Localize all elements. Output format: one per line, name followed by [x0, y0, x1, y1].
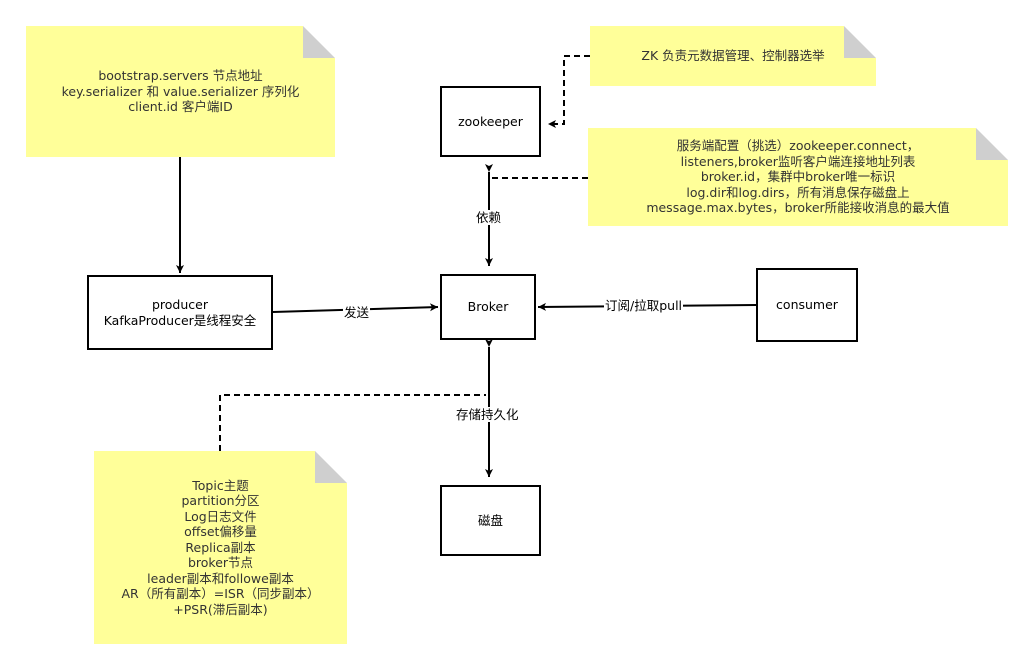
note-zk-role: ZK 负责元数据管理、控制器选举: [590, 26, 876, 86]
note-line: broker.id，集群中broker唯一标识: [700, 169, 896, 185]
node-consumer[interactable]: consumer: [756, 268, 858, 342]
edge-dashed-zk-note: [548, 55, 590, 128]
note-line: ZK 负责元数据管理、控制器选举: [641, 48, 825, 64]
note-line: broker节点: [187, 555, 254, 571]
node-broker[interactable]: Broker: [440, 274, 536, 340]
edge-label-send: 发送: [343, 305, 371, 320]
note-line: listeners,broker监听客户端连接地址列表: [680, 153, 916, 169]
node-label: KafkaProducer是线程安全: [103, 312, 257, 328]
note-line: partition分区: [181, 493, 260, 509]
edge-label-depend: 依赖: [475, 210, 503, 225]
note-line: message.max.bytes，broker所能接收消息的最大值: [646, 200, 950, 216]
note-line: Log日志文件: [184, 508, 257, 524]
node-label: Broker: [467, 299, 509, 314]
node-zookeeper[interactable]: zookeeper: [440, 86, 541, 157]
note-line: +PSR(滞后副本): [173, 601, 268, 617]
note-producer-config: bootstrap.servers 节点地址 key.serializer 和 …: [26, 26, 335, 157]
note-line: log.dir和log.dirs，所有消息保存磁盘上: [686, 184, 910, 200]
node-label: producer: [151, 296, 208, 312]
note-line: client.id 客户端ID: [128, 99, 233, 115]
node-label: zookeeper: [458, 113, 523, 129]
note-line: leader副本和followe副本: [147, 570, 294, 586]
note-line: key.serializer 和 value.serializer 序列化: [61, 83, 300, 99]
node-label: 磁盘: [477, 512, 503, 528]
note-line: Replica副本: [185, 539, 256, 555]
note-line: 服务端配置（挑选）zookeeper.connect，: [676, 138, 920, 154]
note-line: Topic主题: [192, 477, 249, 493]
node-label: consumer: [776, 297, 838, 312]
note-concepts: Topic主题 partition分区 Log日志文件 offset偏移量 Re…: [94, 451, 347, 644]
note-broker-config: 服务端配置（挑选）zookeeper.connect， listeners,br…: [588, 128, 1008, 226]
note-line: bootstrap.servers 节点地址: [98, 68, 263, 84]
note-line: AR（所有副本）=ISR（同步副本）: [121, 586, 320, 602]
node-disk[interactable]: 磁盘: [440, 485, 541, 556]
edge-label-persist: 存储持久化: [455, 407, 520, 422]
edge-dashed-concepts-note: [219, 394, 486, 451]
edge-label-subscribe: 订阅/拉取pull: [604, 298, 684, 313]
note-line: offset偏移量: [184, 524, 257, 540]
node-producer[interactable]: producer KafkaProducer是线程安全: [87, 275, 273, 350]
